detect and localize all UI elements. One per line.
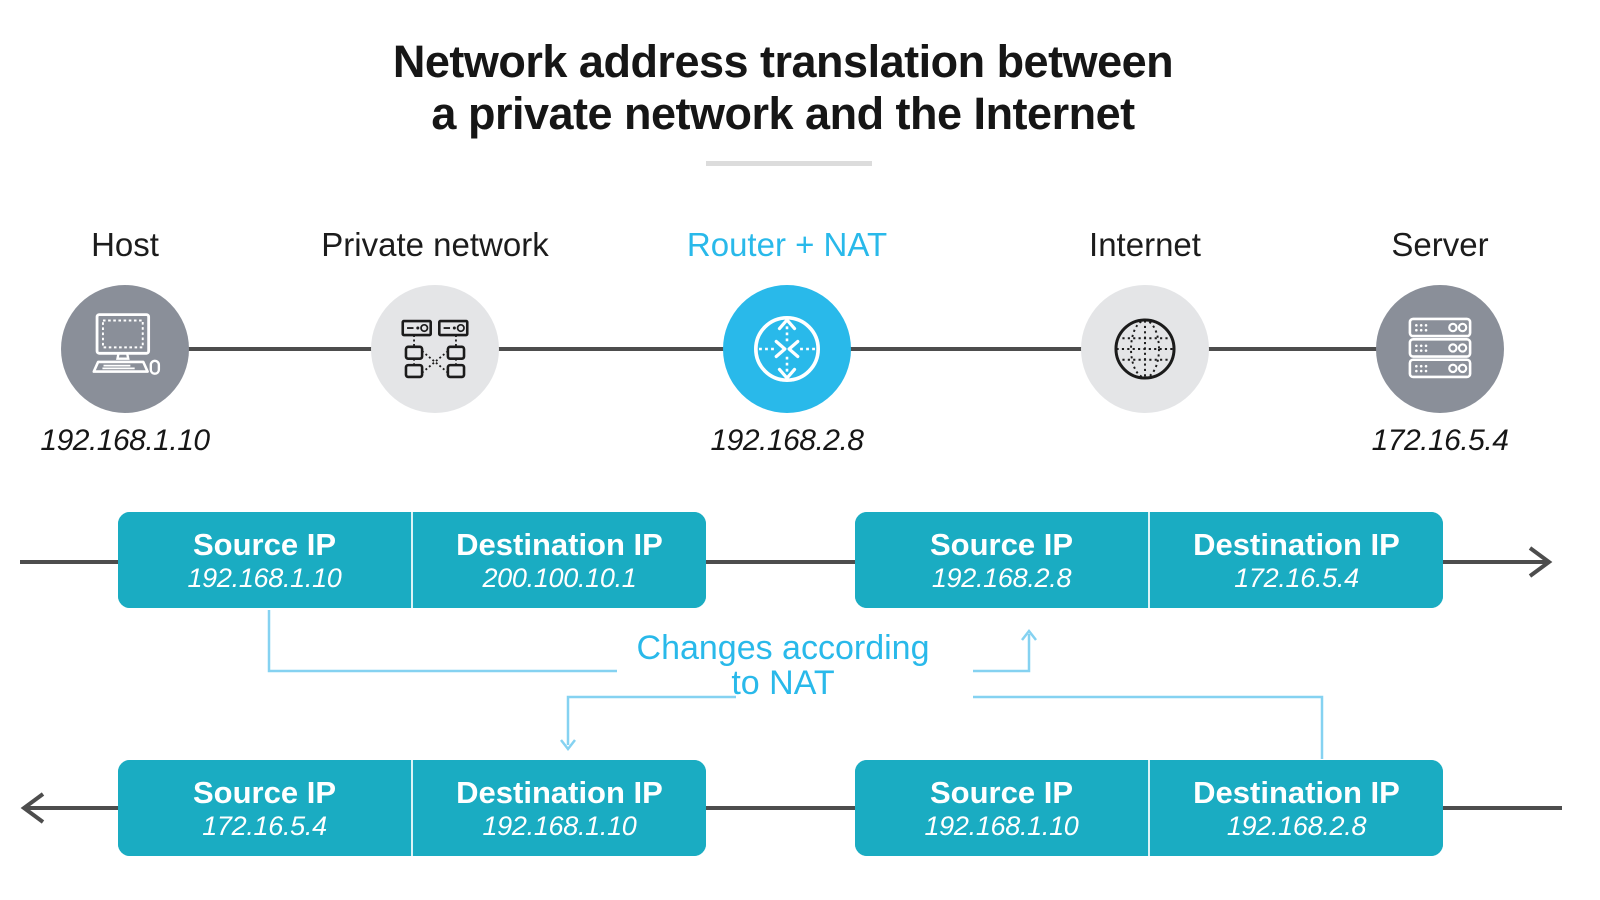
node-server <box>1376 285 1504 413</box>
packet-destination-cell: Destination IP 192.168.2.8 <box>1150 760 1443 856</box>
page-title-line1: Network address translation between <box>392 36 1174 87</box>
packet-destination-cell: Destination IP 192.168.1.10 <box>413 760 706 856</box>
router-icon <box>753 315 821 383</box>
packet-source-cell: Source IP 192.168.1.10 <box>855 760 1148 856</box>
cell-divider <box>1148 512 1150 608</box>
up-arrow-icon <box>1021 628 1037 641</box>
nat-annotation: Changes according to NAT <box>533 631 1033 701</box>
connector-top-right <box>973 634 1031 673</box>
title-divider <box>706 161 872 166</box>
node-label-internet: Internet <box>1089 226 1201 263</box>
node-label-private-network: Private network <box>321 226 549 263</box>
router-ip: 192.168.2.8 <box>710 424 864 457</box>
destination-ip-label: Destination IP <box>456 526 663 562</box>
connector-bottom-left <box>566 695 736 745</box>
globe-icon <box>1114 318 1176 380</box>
network-icon <box>401 319 469 379</box>
page-title: Network address translation between a pr… <box>183 36 1383 140</box>
source-ip-label: Source IP <box>193 774 336 810</box>
node-label-server: Server <box>1391 226 1489 263</box>
packet-source-cell: Source IP 172.16.5.4 <box>118 760 411 856</box>
connector-bottom-right <box>973 695 1324 759</box>
destination-ip-label: Destination IP <box>1193 526 1400 562</box>
right-arrow-icon <box>1528 546 1553 578</box>
source-ip-value: 192.168.1.10 <box>187 562 342 593</box>
nat-annotation-line1: Changes according <box>636 629 930 667</box>
cell-divider <box>1148 760 1150 856</box>
packet-source-cell: Source IP 192.168.1.10 <box>118 512 411 608</box>
destination-ip-value: 192.168.2.8 <box>1226 810 1367 841</box>
computer-icon <box>92 313 161 375</box>
packet-destination-cell: Destination IP 200.100.10.1 <box>413 512 706 608</box>
packet-inbound-private: Source IP 172.16.5.4 Destination IP 192.… <box>118 760 706 856</box>
destination-ip-value: 200.100.10.1 <box>482 562 637 593</box>
nat-annotation-line2: to NAT <box>731 664 835 702</box>
source-ip-value: 172.16.5.4 <box>202 810 327 841</box>
source-ip-value: 192.168.1.10 <box>924 810 1079 841</box>
node-label-router-nat: Router + NAT <box>686 226 888 263</box>
node-internet <box>1081 285 1209 413</box>
cell-divider <box>411 512 413 608</box>
packet-outbound-private: Source IP 192.168.1.10 Destination IP 20… <box>118 512 706 608</box>
destination-ip-value: 172.16.5.4 <box>1234 562 1359 593</box>
destination-ip-label: Destination IP <box>456 774 663 810</box>
source-ip-label: Source IP <box>193 526 336 562</box>
page-title-line2: a private network and the Internet <box>431 88 1135 139</box>
node-private-network <box>371 285 499 413</box>
source-ip-label: Source IP <box>930 526 1073 562</box>
host-ip: 192.168.1.10 <box>40 424 210 457</box>
node-label-host: Host <box>91 226 159 263</box>
connector-top-left <box>267 610 617 673</box>
packet-destination-cell: Destination IP 172.16.5.4 <box>1150 512 1443 608</box>
packet-outbound-public: Source IP 192.168.2.8 Destination IP 172… <box>855 512 1443 608</box>
destination-ip-value: 192.168.1.10 <box>482 810 637 841</box>
left-arrow-icon <box>20 792 45 824</box>
node-host <box>61 285 189 413</box>
down-arrow-icon <box>560 739 576 752</box>
source-ip-value: 192.168.2.8 <box>931 562 1072 593</box>
packet-source-cell: Source IP 192.168.2.8 <box>855 512 1148 608</box>
server-ip: 172.16.5.4 <box>1371 424 1509 457</box>
packet-inbound-public: Source IP 192.168.1.10 Destination IP 19… <box>855 760 1443 856</box>
server-icon <box>1408 317 1472 379</box>
destination-ip-label: Destination IP <box>1193 774 1400 810</box>
node-router-nat <box>723 285 851 413</box>
cell-divider <box>411 760 413 856</box>
source-ip-label: Source IP <box>930 774 1073 810</box>
